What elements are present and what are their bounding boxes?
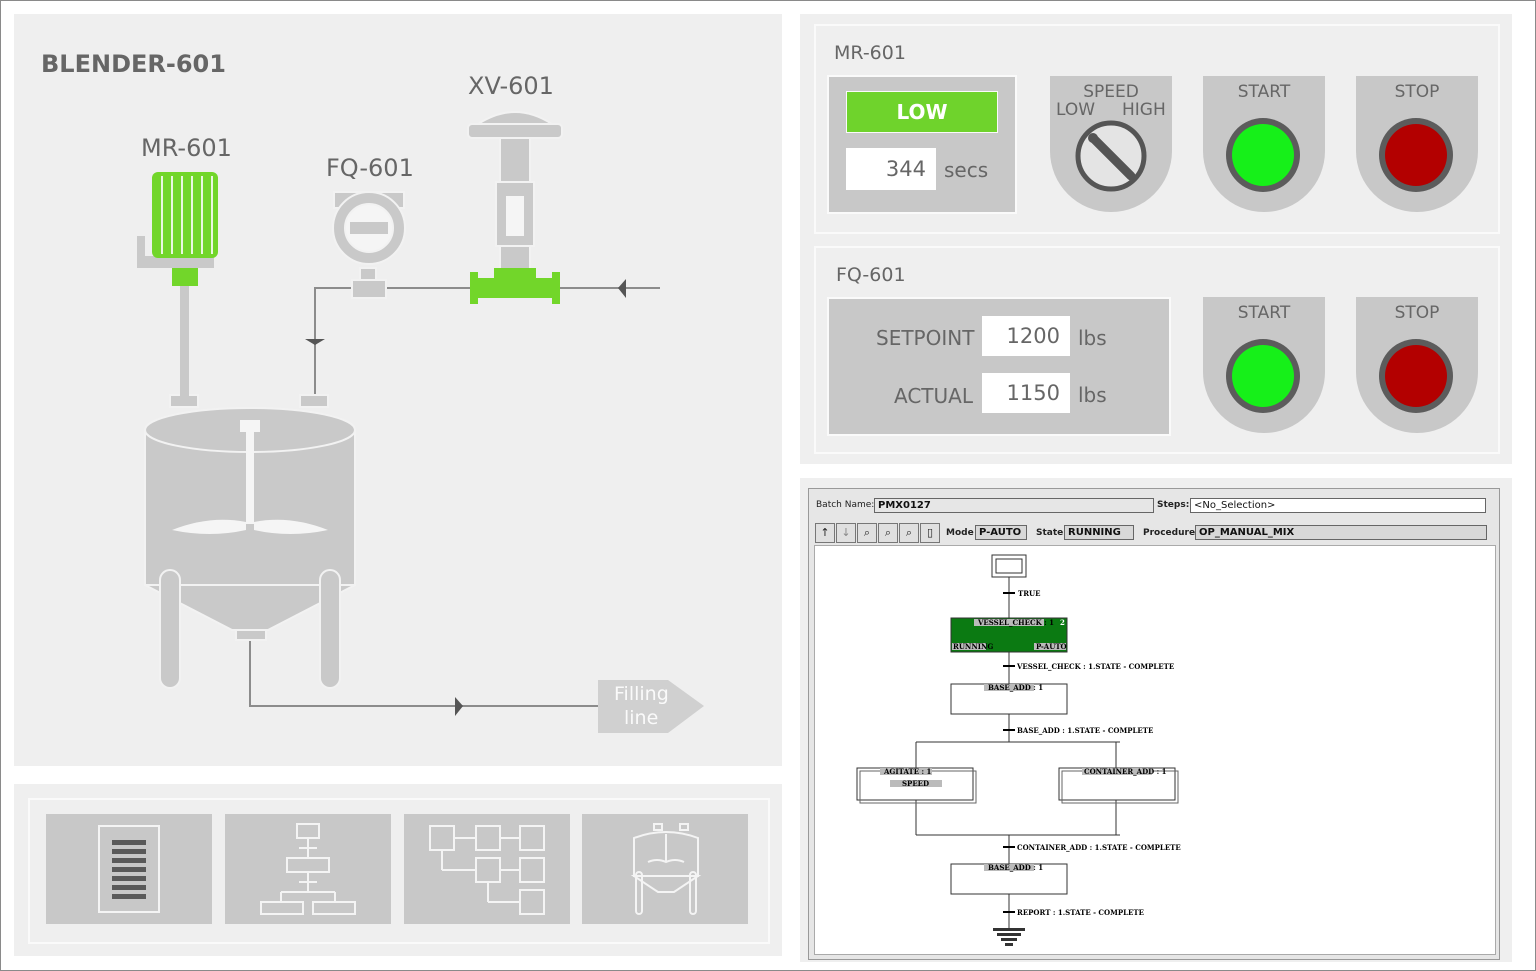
flow-start-button[interactable]: START [1203, 297, 1325, 433]
filling-line-arrow [598, 680, 704, 733]
hierarchy-icon [429, 825, 545, 915]
setpoint-label: SETPOINT [876, 326, 975, 350]
transition-3-label: BASE_ADD : 1.STATE - COMPLETE [1017, 726, 1154, 735]
mixer-time-unit: secs [944, 158, 989, 182]
list-view-button[interactable] [46, 814, 212, 924]
step-1-state: RUNNING [953, 642, 994, 651]
actual-unit: lbs [1078, 383, 1107, 407]
step-1-number: 2 [1060, 618, 1065, 627]
speed-selector-label: SPEED [1083, 82, 1139, 102]
step-4-name: BASE_ADD : 1 [988, 863, 1044, 872]
flow-stop-button[interactable]: STOP [1356, 297, 1478, 433]
sfc-canvas[interactable] [814, 545, 1496, 955]
navigation-frame [28, 798, 770, 944]
page-icon[interactable]: ▯ [920, 523, 940, 543]
list-view-icon [98, 825, 160, 913]
step-3a-name: AGITATE : 1 [884, 767, 932, 776]
steps-label: Steps: [1157, 500, 1190, 510]
batch-name-field[interactable]: PMX0127 [874, 498, 1154, 513]
mode-value: P-AUTO [975, 525, 1027, 540]
mixer-time-value: 344 [846, 148, 936, 190]
agitator-icon [172, 420, 328, 534]
mixer-stop-button[interactable]: STOP [1356, 76, 1478, 212]
batch-name-label: Batch Name: [816, 500, 875, 510]
procedure-label: Procedure [1143, 528, 1196, 538]
mixer-speed-status: LOW [846, 91, 998, 133]
tank-view-icon [630, 823, 702, 915]
step-3a-param: SPEED [902, 779, 930, 788]
speed-selector[interactable]: SPEED LOW HIGH [1050, 76, 1172, 212]
filling-line-label-1: Filling [614, 683, 669, 705]
steps-select[interactable]: <No_Selection> [1190, 498, 1486, 513]
transition-4-label: CONTAINER_ADD : 1.STATE - COMPLETE [1017, 843, 1181, 852]
control-valve-icon [467, 111, 563, 304]
mode-label: Mode [946, 528, 974, 538]
flow-meter-tag-label: FQ-601 [326, 154, 414, 182]
step-2-name: BASE_ADD : 1 [988, 683, 1044, 692]
start-lamp-icon [1226, 339, 1300, 413]
process-diagram-panel [14, 14, 782, 766]
step-3b-name: CONTAINER_ADD : 1 [1084, 767, 1167, 776]
speed-high-label: HIGH [1122, 100, 1166, 120]
stop-lamp-icon [1379, 339, 1453, 413]
valve-tag-label: XV-601 [468, 72, 554, 100]
arrow-down-icon[interactable]: ↓ [836, 523, 856, 543]
zoom-in-icon[interactable]: ⌕ [878, 523, 898, 543]
setpoint-input[interactable]: 1200 [982, 316, 1070, 356]
speed-dial-icon [1075, 120, 1147, 192]
flow-meter-icon [332, 191, 406, 299]
flow-stop-label: STOP [1394, 303, 1440, 323]
step-1-mode: P-AUTO [1036, 642, 1067, 651]
procedure-tree-icon [260, 823, 356, 915]
flow-arrow-down [305, 339, 325, 345]
filling-line-label-2: line [624, 707, 659, 729]
actual-value: 1150 [982, 373, 1070, 413]
tank-view-button[interactable] [582, 814, 748, 924]
transition-2-label: VESSEL_CHECK : 1.STATE - COMPLETE [1017, 662, 1175, 671]
hierarchy-button[interactable] [404, 814, 570, 924]
process-diagram [137, 111, 704, 733]
flow-arrow-right [455, 697, 463, 716]
zoom-fit-icon[interactable]: ⌕ [857, 523, 877, 543]
transition-5-label: REPORT : 1.STATE - COMPLETE [1017, 908, 1144, 917]
procedure-value: OP_MANUAL_MIX [1195, 525, 1487, 540]
mixer-stop-label: STOP [1394, 82, 1440, 102]
speed-low-label: LOW [1056, 100, 1096, 120]
transition-1-label: TRUE [1018, 589, 1041, 598]
state-label: State [1036, 528, 1064, 538]
mixer-tag-label: MR-601 [141, 134, 232, 162]
state-value: RUNNING [1064, 525, 1134, 540]
actual-label: ACTUAL [894, 384, 973, 408]
flow-start-label: START [1237, 303, 1291, 323]
flow-panel-title: FQ-601 [836, 264, 906, 286]
mixer-start-button[interactable]: START [1203, 76, 1325, 212]
stop-lamp-icon [1379, 118, 1453, 192]
flow-arrow-left [618, 279, 626, 298]
mixer-shaft [180, 285, 189, 397]
setpoint-unit: lbs [1078, 326, 1107, 350]
procedure-tree-button[interactable] [225, 814, 391, 924]
arrow-up-icon[interactable]: ↑ [815, 523, 835, 543]
start-lamp-icon [1226, 118, 1300, 192]
unit-title: BLENDER-601 [41, 50, 226, 78]
step-1-name: VESSEL_CHECK : 1 [978, 618, 1054, 627]
zoom-out-icon[interactable]: ⌕ [899, 523, 919, 543]
mixer-motor-icon [137, 172, 218, 286]
mixer-start-label: START [1237, 82, 1291, 102]
mixer-panel-title: MR-601 [834, 42, 906, 64]
